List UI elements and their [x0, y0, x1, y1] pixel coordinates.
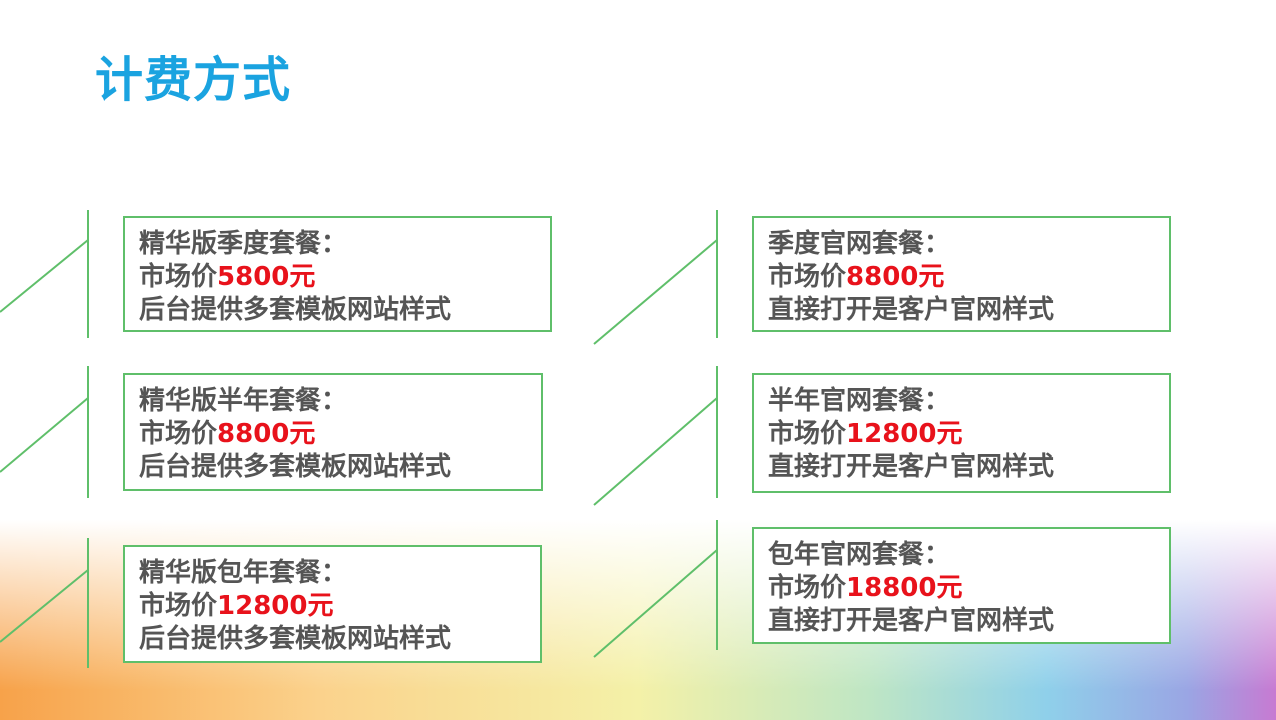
- package-card-quarterly-website: 季度官网套餐： 市场价8800元 直接打开是客户官网样式: [752, 216, 1171, 332]
- package-name: 精华版半年套餐：: [139, 386, 348, 416]
- package-description: 后台提供多套模板网站样式: [139, 452, 452, 482]
- package-price-row: 市场价12800元: [139, 590, 526, 623]
- package-name: 季度官网套餐：: [768, 229, 951, 259]
- package-name: 半年官网套餐：: [768, 386, 951, 416]
- package-card-annual-website: 包年官网套餐： 市场价18800元 直接打开是客户官网样式: [752, 527, 1171, 644]
- price-value: 12800元: [846, 419, 963, 449]
- package-description: 直接打开是客户官网样式: [768, 295, 1055, 325]
- price-value: 12800元: [217, 591, 334, 621]
- package-description: 后台提供多套模板网站样式: [139, 624, 452, 654]
- package-card-quarterly-premium: 精华版季度套餐： 市场价5800元 后台提供多套模板网站样式: [123, 216, 552, 332]
- price-value: 5800元: [217, 262, 316, 292]
- price-label: 市场价: [139, 419, 218, 449]
- price-value: 18800元: [846, 573, 963, 603]
- package-price-row: 市场价8800元: [139, 418, 527, 451]
- package-price-row: 市场价8800元: [768, 261, 1155, 294]
- price-value: 8800元: [846, 262, 945, 292]
- package-price-row: 市场价5800元: [139, 261, 536, 294]
- package-description: 后台提供多套模板网站样式: [139, 295, 452, 325]
- package-name: 包年官网套餐：: [768, 540, 951, 570]
- package-name: 精华版季度套餐：: [139, 229, 348, 259]
- package-price-row: 市场价12800元: [768, 418, 1155, 451]
- package-card-halfyear-premium: 精华版半年套餐： 市场价8800元 后台提供多套模板网站样式: [123, 373, 543, 491]
- package-description: 直接打开是客户官网样式: [768, 606, 1055, 636]
- package-name: 精华版包年套餐：: [139, 558, 348, 588]
- price-label: 市场价: [768, 573, 847, 603]
- price-label: 市场价: [139, 262, 218, 292]
- page-title: 计费方式: [95, 52, 292, 108]
- price-label: 市场价: [768, 419, 847, 449]
- package-price-row: 市场价18800元: [768, 572, 1155, 605]
- price-label: 市场价: [768, 262, 847, 292]
- package-card-halfyear-website: 半年官网套餐： 市场价12800元 直接打开是客户官网样式: [752, 373, 1171, 493]
- price-value: 8800元: [217, 419, 316, 449]
- package-description: 直接打开是客户官网样式: [768, 452, 1055, 482]
- price-label: 市场价: [139, 591, 218, 621]
- package-card-annual-premium: 精华版包年套餐： 市场价12800元 后台提供多套模板网站样式: [123, 545, 542, 663]
